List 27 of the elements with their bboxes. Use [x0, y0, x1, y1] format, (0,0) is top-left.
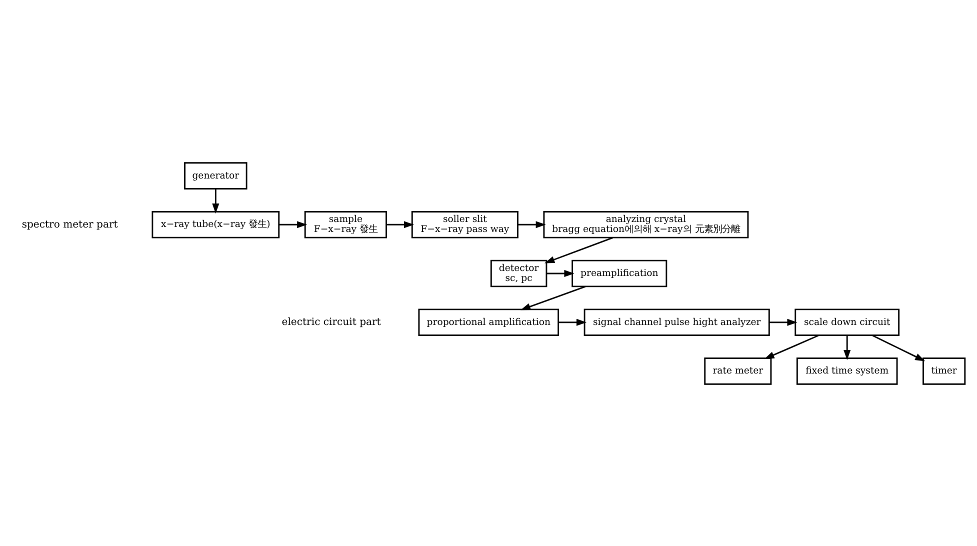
arrow — [546, 269, 574, 277]
arrow — [517, 220, 546, 228]
node-box: scale down circuit — [794, 308, 900, 336]
arrow — [872, 334, 925, 361]
arrow — [520, 285, 586, 310]
node-box: generator — [184, 162, 247, 189]
arrow — [212, 188, 219, 214]
node-box: timer — [922, 357, 966, 384]
arrow — [843, 335, 850, 360]
node-box: proportional amplification — [418, 308, 559, 336]
node-box: signal channel pulse hight analyzer — [583, 308, 770, 336]
label: electric circuit part — [281, 316, 380, 328]
arrow — [768, 318, 797, 326]
arrow — [544, 236, 613, 263]
node-box: preamplification — [571, 259, 667, 287]
label: spectro meter part — [21, 218, 118, 230]
node-box: analyzing crystal bragg equation에의해 x−ray의 元素別分離 — [542, 210, 748, 238]
arrow — [764, 334, 818, 359]
arrow — [558, 318, 586, 326]
node-box: soller slit F−x−ray pass way — [410, 210, 518, 238]
node-box: detector sc, pc — [490, 259, 547, 287]
node-box: x−ray tube(x−ray 發生) — [151, 210, 280, 238]
node-box: rate meter — [704, 357, 772, 384]
arrow — [386, 220, 414, 228]
node-box: sample F−x−ray 發生 — [304, 210, 386, 238]
arrow — [278, 220, 307, 228]
node-box: fixed time system — [796, 357, 898, 384]
